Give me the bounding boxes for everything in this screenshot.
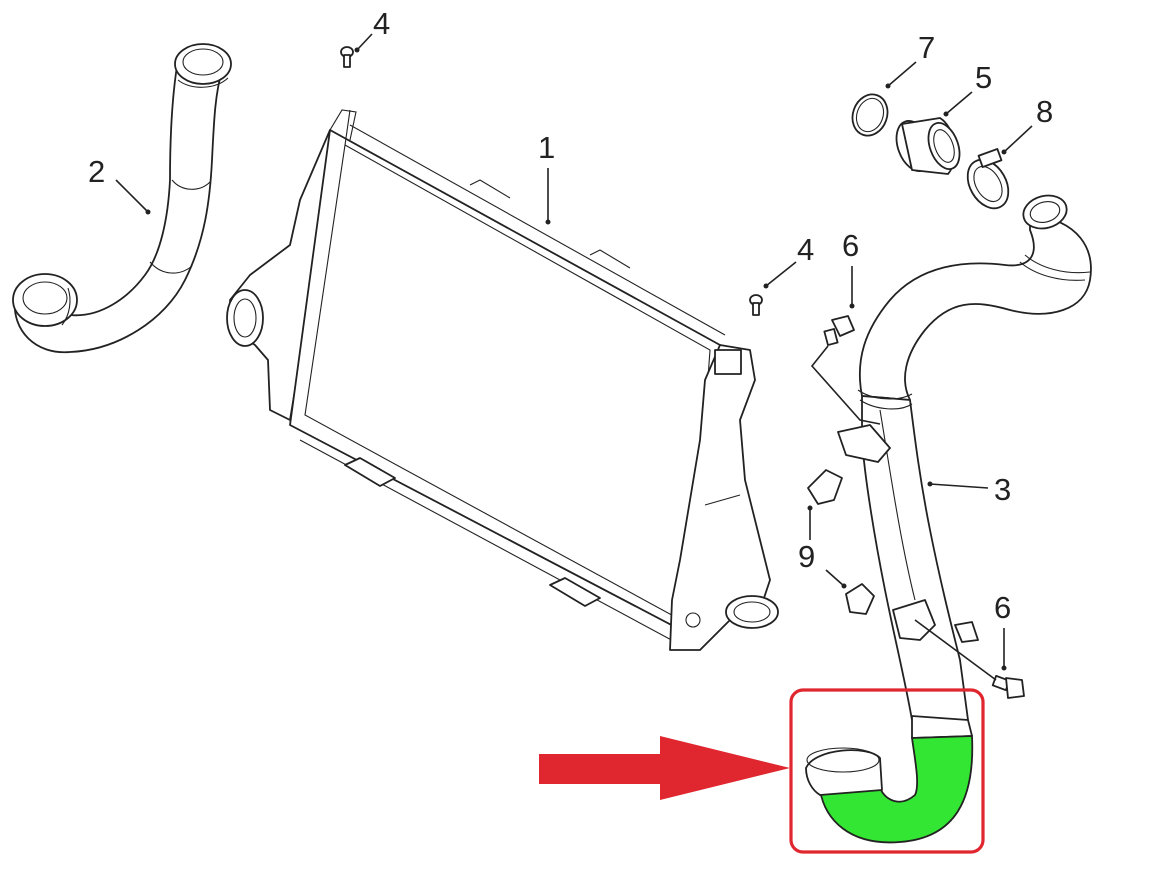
callout-1: 1 <box>538 130 555 165</box>
intercooler-part-1 <box>226 109 779 651</box>
bolt-6-upper-axis <box>810 345 881 425</box>
adapter-part-5 <box>895 117 961 175</box>
callout-8: 8 <box>1036 94 1053 129</box>
callout-6-lower: 6 <box>994 590 1011 625</box>
bolt-part-4-right <box>749 294 763 316</box>
bolt-part-6-lower <box>991 675 1025 699</box>
leader-line-4-right <box>765 261 797 287</box>
o-ring-part-7 <box>851 93 889 137</box>
highlight-arrow <box>539 736 790 800</box>
bolt-part-6-upper <box>823 315 855 346</box>
leader-line-5 <box>945 91 973 115</box>
hose-part-2 <box>12 43 232 353</box>
bolt-part-4-top <box>340 46 354 68</box>
leader-line-8 <box>1003 125 1033 153</box>
leader-line-2 <box>115 179 149 213</box>
callout-3: 3 <box>994 472 1011 507</box>
highlighted-hose-bend <box>805 715 974 844</box>
leader-line-3 <box>929 483 989 489</box>
leader-line-4-top <box>356 33 373 51</box>
callout-6-upper: 6 <box>842 228 859 263</box>
callout-5: 5 <box>975 60 992 95</box>
leader-line-9-lower <box>825 569 845 587</box>
pipe-part-3 <box>837 194 1092 721</box>
callout-4-top: 4 <box>373 6 390 41</box>
callout-9: 9 <box>798 539 815 574</box>
callout-2: 2 <box>88 154 105 189</box>
clip-part-9-lower <box>845 583 875 615</box>
leader-line-7 <box>887 61 917 87</box>
clamp-part-8 <box>966 148 1010 210</box>
callout-7: 7 <box>918 30 935 65</box>
bolt-6-lower-axis <box>914 619 997 681</box>
clip-part-9-upper <box>807 469 843 505</box>
callout-4-right: 4 <box>797 232 814 267</box>
highlight-frame <box>789 688 985 854</box>
